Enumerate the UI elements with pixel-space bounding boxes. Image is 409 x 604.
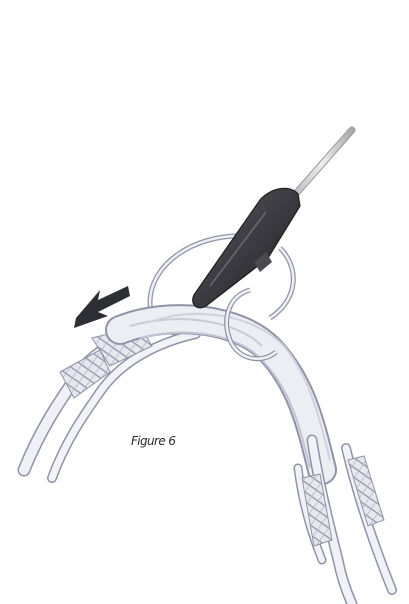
thin-rod [292, 130, 352, 198]
right-strands [298, 440, 392, 604]
figure-caption: Figure 6 [131, 434, 175, 448]
left-strands [24, 322, 196, 478]
